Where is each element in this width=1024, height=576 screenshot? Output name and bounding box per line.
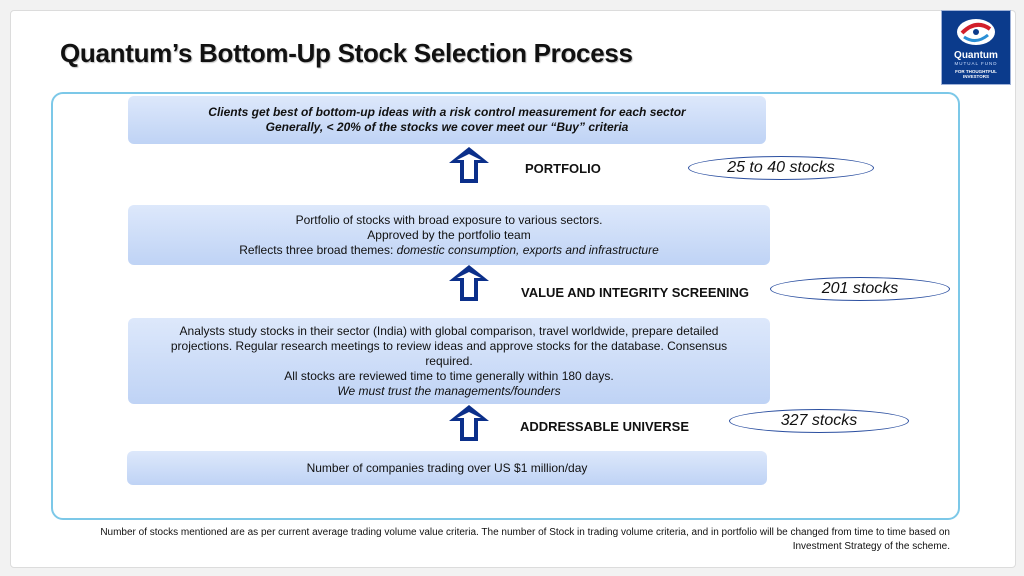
count-bubble-universe: 327 stocks <box>729 409 909 433</box>
up-arrow-icon <box>449 405 489 441</box>
page-title: Quantum’s Bottom-Up Stock Selection Proc… <box>60 38 633 68</box>
portfolio-line-2: Approved by the portfolio team <box>367 227 531 242</box>
portfolio-themes: domestic consumption, exports and infras… <box>396 242 659 257</box>
stage-label-universe: ADDRESSABLE UNIVERSE <box>520 419 690 434</box>
count-screening: 201 stocks <box>821 280 899 297</box>
count-universe: 327 stocks <box>780 412 858 429</box>
universe-line-1: Number of companies trading over US $1 m… <box>306 460 588 475</box>
count-bubble-portfolio: 25 to 40 stocks <box>688 156 874 180</box>
research-box: Analysts study stocks in their sector (I… <box>128 318 770 404</box>
research-line-1: Analysts study stocks in their sector (I… <box>170 323 728 368</box>
universe-box: Number of companies trading over US $1 m… <box>127 451 767 485</box>
count-portfolio: 25 to 40 stocks <box>727 159 835 176</box>
footnote: Number of stocks mentioned are as per cu… <box>100 527 950 552</box>
portfolio-line-1: Portfolio of stocks with broad exposure … <box>295 212 603 227</box>
logo-subtitle: MUTUAL FUND <box>954 61 998 66</box>
up-arrow-icon <box>449 147 489 183</box>
research-line-3: We must trust the managements/founders <box>337 383 561 398</box>
count-bubble-screening: 201 stocks <box>770 277 950 301</box>
quantum-logo: Quantum MUTUAL FUND FOR THOUGHTFUL INVES… <box>941 10 1011 85</box>
portfolio-box: Portfolio of stocks with broad exposure … <box>128 205 770 265</box>
clients-outcome-line-2: Generally, < 20% of the stocks we cover … <box>265 120 629 134</box>
clients-outcome-box: Clients get best of bottom-up ideas with… <box>128 96 766 144</box>
clients-outcome-line-1: Clients get best of bottom-up ideas with… <box>208 105 686 119</box>
stage-label-screening: VALUE AND INTEGRITY SCREENING <box>521 285 750 300</box>
logo-name: Quantum <box>954 50 998 61</box>
portfolio-themes-prefix: Reflects three broad themes: <box>239 242 397 257</box>
stage-label-portfolio: PORTFOLIO <box>525 161 601 176</box>
up-arrow-icon <box>449 265 489 301</box>
logo-tagline: FOR THOUGHTFUL INVESTORS <box>955 69 997 79</box>
portfolio-line-3: Reflects three broad themes: domestic co… <box>239 243 659 258</box>
logo-emblem-icon <box>957 19 995 45</box>
research-line-2: All stocks are reviewed time to time gen… <box>284 368 614 383</box>
